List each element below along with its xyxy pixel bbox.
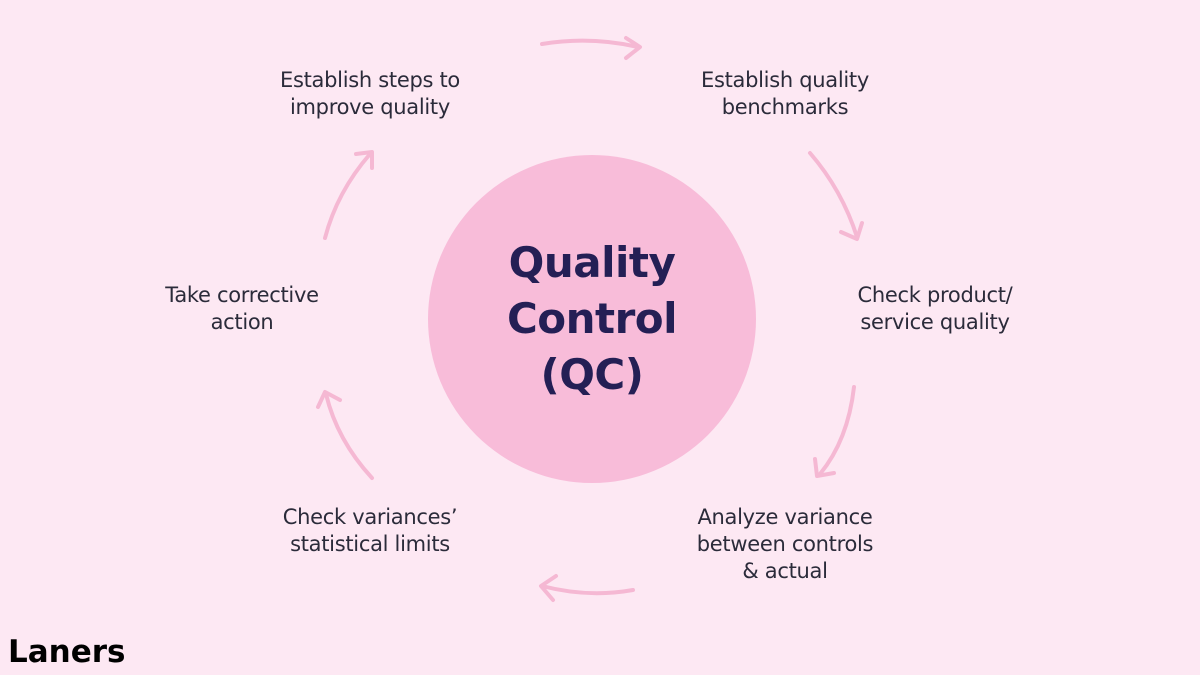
step-check-statistical-limits: Check variances’ statistical limits [282,505,458,556]
step-establish-improvement-steps: Establish steps to improve quality [280,68,460,119]
arrow-bottom [539,574,635,602]
arrow-upper-right [808,151,864,241]
arrow-lower-right [813,385,856,478]
step-check-quality: Check product/ service quality [857,283,1013,334]
brand-watermark: Laners [8,634,126,670]
center-title: Quality Control (QC) [506,238,678,399]
step-take-corrective-action: Take corrective action [165,283,319,334]
arrow-lower-left [316,390,374,480]
arrow-top [540,36,642,60]
center-circle: Quality Control (QC) [428,155,756,483]
step-analyze-variance: Analyze variance between controls & actu… [696,505,874,583]
step-establish-benchmarks: Establish quality benchmarks [701,68,869,119]
arrow-upper-left [323,150,374,240]
